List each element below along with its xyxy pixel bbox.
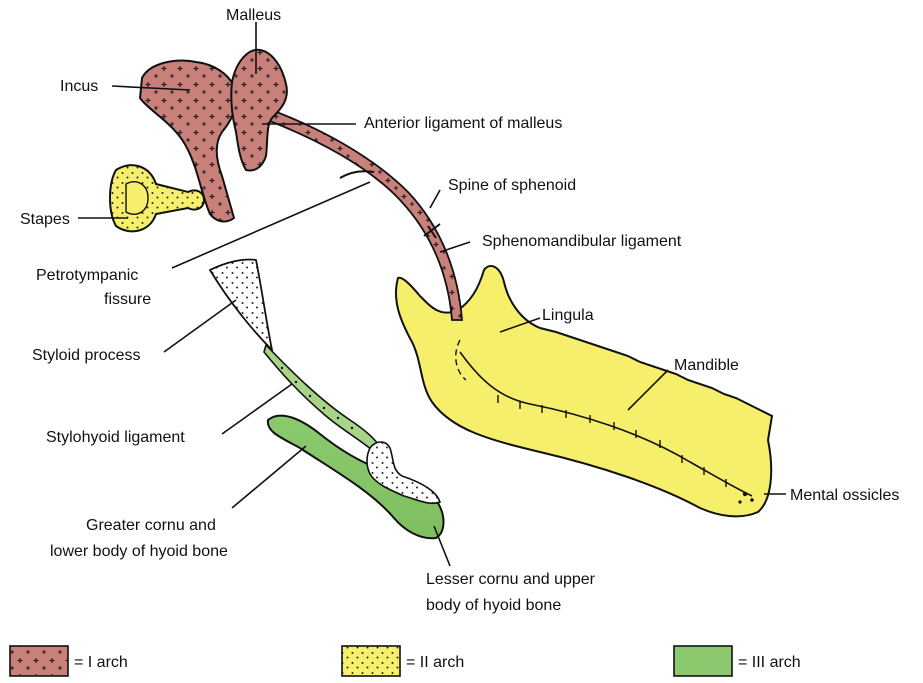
label-sphenomandibular: Sphenomandibular ligament <box>482 233 682 250</box>
legend: = I arch = II arch = III arch <box>10 646 801 676</box>
legend-text-arch3: = III arch <box>738 654 801 671</box>
label-styloid: Styloid process <box>32 347 141 364</box>
legend-swatch-arch2 <box>342 646 400 676</box>
label-stylohyoid: Stylohyoid ligament <box>46 429 185 446</box>
malleus-shape <box>231 50 287 171</box>
label-greater-cornu-1: Greater cornu and <box>86 517 216 534</box>
label-lesser-cornu-2: body of hyoid bone <box>426 597 561 614</box>
label-stapes: Stapes <box>20 211 70 228</box>
legend-swatch-arch3 <box>674 646 732 676</box>
label-mandible: Mandible <box>674 357 739 374</box>
styloid-process <box>210 259 272 350</box>
label-mental-ossicles: Mental ossicles <box>790 487 899 504</box>
stapes-inner <box>126 182 148 215</box>
label-petrotympanic-1: Petrotympanic <box>36 267 138 284</box>
label-malleus: Malleus <box>226 7 281 24</box>
label-lesser-cornu-1: Lesser cornu and upper <box>426 571 596 588</box>
label-spine-of-sphenoid: Spine of sphenoid <box>448 177 576 194</box>
label-anterior-ligament: Anterior ligament of malleus <box>364 115 562 132</box>
petrotympanic-mark <box>340 171 374 178</box>
legend-text-arch2: = II arch <box>406 654 464 671</box>
sphenomandibular-band <box>262 108 462 320</box>
stapes-shape <box>110 165 204 231</box>
label-greater-cornu-2: lower body of hyoid bone <box>50 543 228 560</box>
label-petrotympanic-2: fissure <box>104 291 151 308</box>
label-incus: Incus <box>60 78 98 95</box>
legend-swatch-arch1 <box>10 646 68 676</box>
legend-text-arch1: = I arch <box>74 654 128 671</box>
label-lingula: Lingula <box>542 307 594 324</box>
